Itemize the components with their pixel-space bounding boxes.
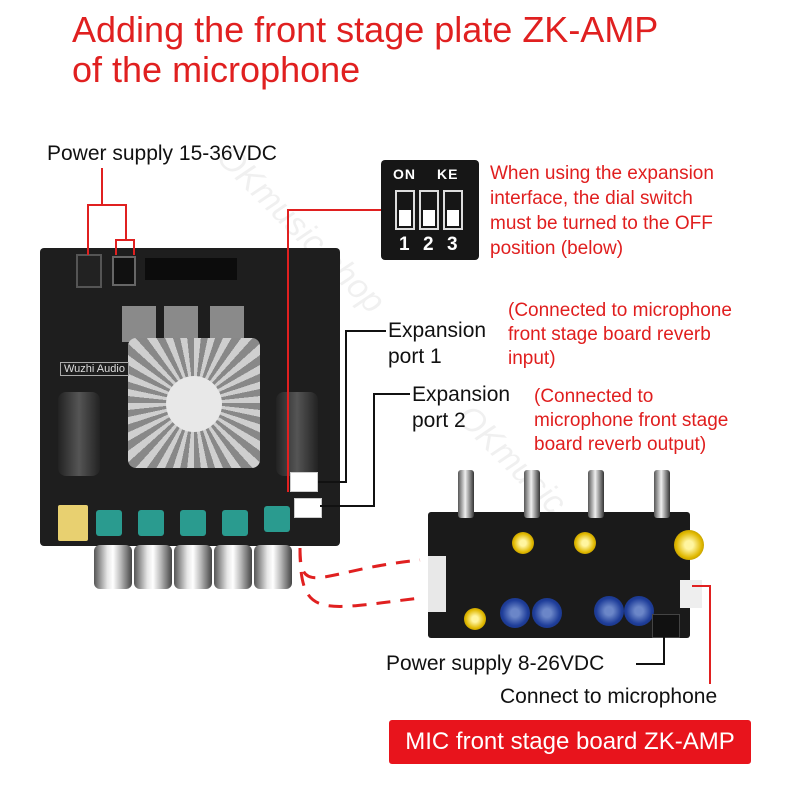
heatsink (128, 338, 260, 468)
volume-knob (254, 545, 292, 589)
dip-number: 2 (423, 234, 434, 255)
potentiometer (180, 510, 206, 536)
dip-switch-lever (443, 190, 463, 230)
volume-knob (134, 545, 172, 589)
volume-knob (214, 545, 252, 589)
usb-port (58, 505, 88, 541)
capacitor (464, 608, 486, 630)
dip-ke-label: KE (437, 166, 459, 182)
capacitor (674, 530, 704, 560)
port-2-note: (Connected to (534, 386, 654, 407)
callout-line (636, 626, 665, 665)
expansion-connectors (428, 556, 446, 612)
expansion-port-2 (294, 498, 322, 518)
expansion-port-2-label: port 2 (412, 409, 466, 432)
cable (298, 547, 421, 580)
heatsink-logo (166, 376, 222, 432)
expansion-port-2-label: Expansion (412, 383, 511, 406)
mic-board-badge: MIC front stage board ZK-AMP (389, 720, 751, 764)
potentiometer (588, 470, 604, 518)
capacitor (532, 598, 562, 628)
port-1-note: (Connected to microphone (508, 300, 732, 321)
potentiometer (222, 510, 248, 536)
port-1-note: input) (508, 348, 556, 369)
dip-number: 1 (399, 234, 410, 255)
callout-line (320, 393, 410, 507)
expansion-port-1-label: port 1 (388, 345, 442, 368)
power-supply-mic-label: Power supply 8-26VDC (386, 652, 605, 675)
inductor (164, 306, 198, 342)
mic-front-stage-board (428, 512, 704, 638)
capacitor (276, 392, 318, 476)
dip-number: 3 (447, 234, 458, 255)
dial-switch-note: position (below) (490, 238, 624, 259)
power-supply-main-label: Power supply 15-36VDC (47, 142, 277, 165)
capacitor (500, 598, 530, 628)
speaker-terminal-block (145, 258, 237, 280)
volume-knob (174, 545, 212, 589)
capacitor (624, 596, 654, 626)
capacitor (512, 532, 534, 554)
board-brand: Wuzhi Audio (60, 362, 129, 376)
potentiometer (524, 470, 540, 518)
inductor (210, 306, 244, 342)
amplifier-board: Wuzhi Audio (40, 248, 340, 546)
dial-switch-note: interface, the dial switch (490, 188, 693, 209)
port-2-note: microphone front stage (534, 410, 729, 431)
inductor (122, 306, 156, 342)
volume-knob (94, 545, 132, 589)
dip-on-label: ON (393, 166, 416, 182)
dip-switch-lever (395, 190, 415, 230)
dial-switch-note: When using the expansion (490, 163, 714, 184)
callout-line (318, 330, 386, 483)
expansion-port-1 (290, 472, 318, 492)
capacitor (58, 392, 100, 476)
cable (298, 547, 421, 608)
power-terminal (112, 256, 136, 286)
capacitor (574, 532, 596, 554)
dip-switch: ON KE 1 2 3 (381, 160, 479, 260)
port-2-note: board reverb output) (534, 434, 707, 455)
callout-line (692, 585, 711, 684)
callout-line (87, 168, 103, 255)
callout-line (287, 209, 381, 492)
port-1-note: front stage board reverb (508, 324, 711, 345)
title-line-2: of the microphone (72, 49, 361, 90)
potentiometer (264, 506, 290, 532)
dial-switch-note: must be turned to the OFF (490, 213, 713, 234)
expansion-port-1-label: Expansion (388, 319, 487, 342)
callout-line (102, 204, 127, 255)
power-terminal (652, 614, 680, 638)
potentiometer (654, 470, 670, 518)
callout-line (126, 239, 135, 255)
title-line-1: Adding the front stage plate ZK-AMP (72, 9, 659, 50)
potentiometer (138, 510, 164, 536)
potentiometer (96, 510, 122, 536)
potentiometer (458, 470, 474, 518)
connect-microphone-label: Connect to microphone (500, 685, 718, 708)
capacitor (594, 596, 624, 626)
dip-switch-lever (419, 190, 439, 230)
